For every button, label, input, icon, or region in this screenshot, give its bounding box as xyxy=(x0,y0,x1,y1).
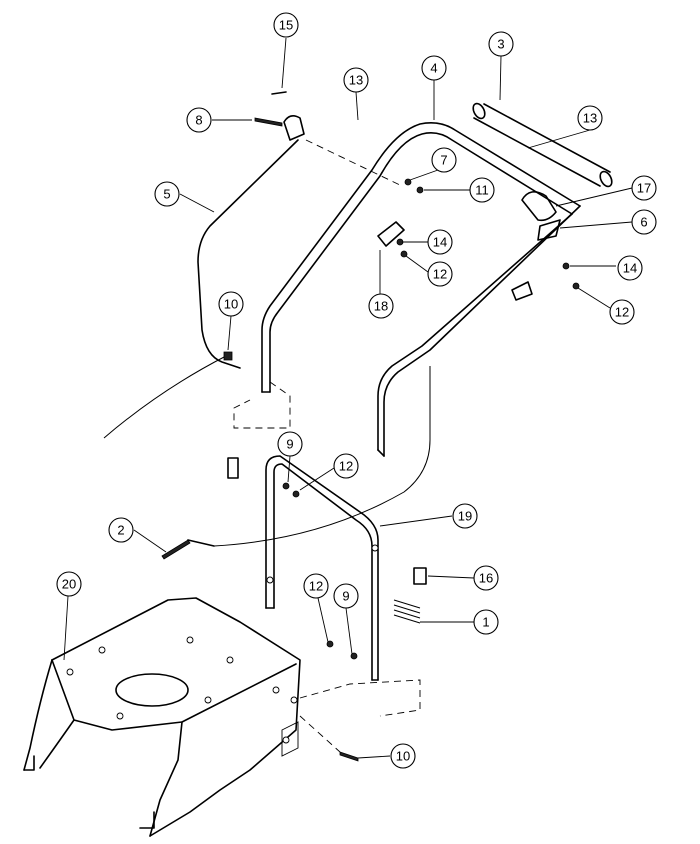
upper-handle xyxy=(261,122,581,457)
deck-frame xyxy=(23,597,301,837)
callout-12: 12 xyxy=(609,299,635,325)
callout-18: 18 xyxy=(368,293,394,319)
callout-3: 3 xyxy=(488,31,514,57)
leader-lines xyxy=(63,37,633,759)
handle-grip xyxy=(472,102,613,188)
svg-text:20: 20 xyxy=(62,577,76,592)
control-lever xyxy=(511,191,561,301)
svg-text:18: 18 xyxy=(374,299,388,314)
control-cable xyxy=(103,139,299,439)
svg-text:12: 12 xyxy=(433,267,447,282)
callout-16: 16 xyxy=(473,565,499,591)
cable-clip xyxy=(254,91,305,141)
callout-11: 11 xyxy=(469,177,495,203)
callout-10: 10 xyxy=(390,743,416,769)
svg-text:7: 7 xyxy=(440,153,447,168)
callout-13: 13 xyxy=(343,67,369,93)
svg-text:19: 19 xyxy=(458,509,472,524)
svg-text:5: 5 xyxy=(163,187,170,202)
svg-text:8: 8 xyxy=(195,113,202,128)
svg-text:12: 12 xyxy=(339,459,353,474)
callout-14: 14 xyxy=(427,229,453,255)
callout-17: 17 xyxy=(631,175,657,201)
callout-5: 5 xyxy=(154,181,180,207)
svg-text:1: 1 xyxy=(482,615,489,630)
svg-text:6: 6 xyxy=(640,215,647,230)
callout-20: 20 xyxy=(56,571,82,597)
svg-text:9: 9 xyxy=(286,437,293,452)
svg-text:2: 2 xyxy=(117,523,124,538)
lower-handle xyxy=(265,455,379,681)
callout-6: 6 xyxy=(631,209,657,235)
callout-7: 7 xyxy=(431,147,457,173)
callout-19: 19 xyxy=(452,503,478,529)
svg-text:12: 12 xyxy=(615,305,629,320)
callout-12: 12 xyxy=(333,453,359,479)
alignment-lines xyxy=(233,139,421,753)
callout-10: 10 xyxy=(218,291,244,317)
svg-text:12: 12 xyxy=(309,579,323,594)
svg-text:9: 9 xyxy=(342,589,349,604)
svg-text:10: 10 xyxy=(396,749,410,764)
svg-text:17: 17 xyxy=(637,181,651,196)
svg-text:16: 16 xyxy=(479,571,493,586)
svg-text:3: 3 xyxy=(497,37,504,52)
hardware xyxy=(223,178,580,762)
callout-14: 14 xyxy=(617,255,643,281)
svg-text:13: 13 xyxy=(583,111,597,126)
callout-4: 4 xyxy=(421,55,447,81)
svg-text:4: 4 xyxy=(430,61,437,76)
callout-2: 2 xyxy=(108,517,134,543)
callout-13: 13 xyxy=(577,105,603,131)
callout-8: 8 xyxy=(186,107,212,133)
svg-text:11: 11 xyxy=(475,183,489,198)
svg-text:14: 14 xyxy=(623,261,637,276)
callout-1: 1 xyxy=(473,609,499,635)
svg-text:14: 14 xyxy=(433,235,447,250)
svg-text:15: 15 xyxy=(279,18,293,33)
callout-15: 15 xyxy=(273,12,299,38)
callout-12: 12 xyxy=(303,573,329,599)
svg-text:10: 10 xyxy=(224,297,238,312)
svg-text:13: 13 xyxy=(349,73,363,88)
callout-9: 9 xyxy=(333,583,359,609)
callout-12: 12 xyxy=(427,261,453,287)
lower-cable xyxy=(161,366,431,560)
callout-9: 9 xyxy=(277,431,303,457)
